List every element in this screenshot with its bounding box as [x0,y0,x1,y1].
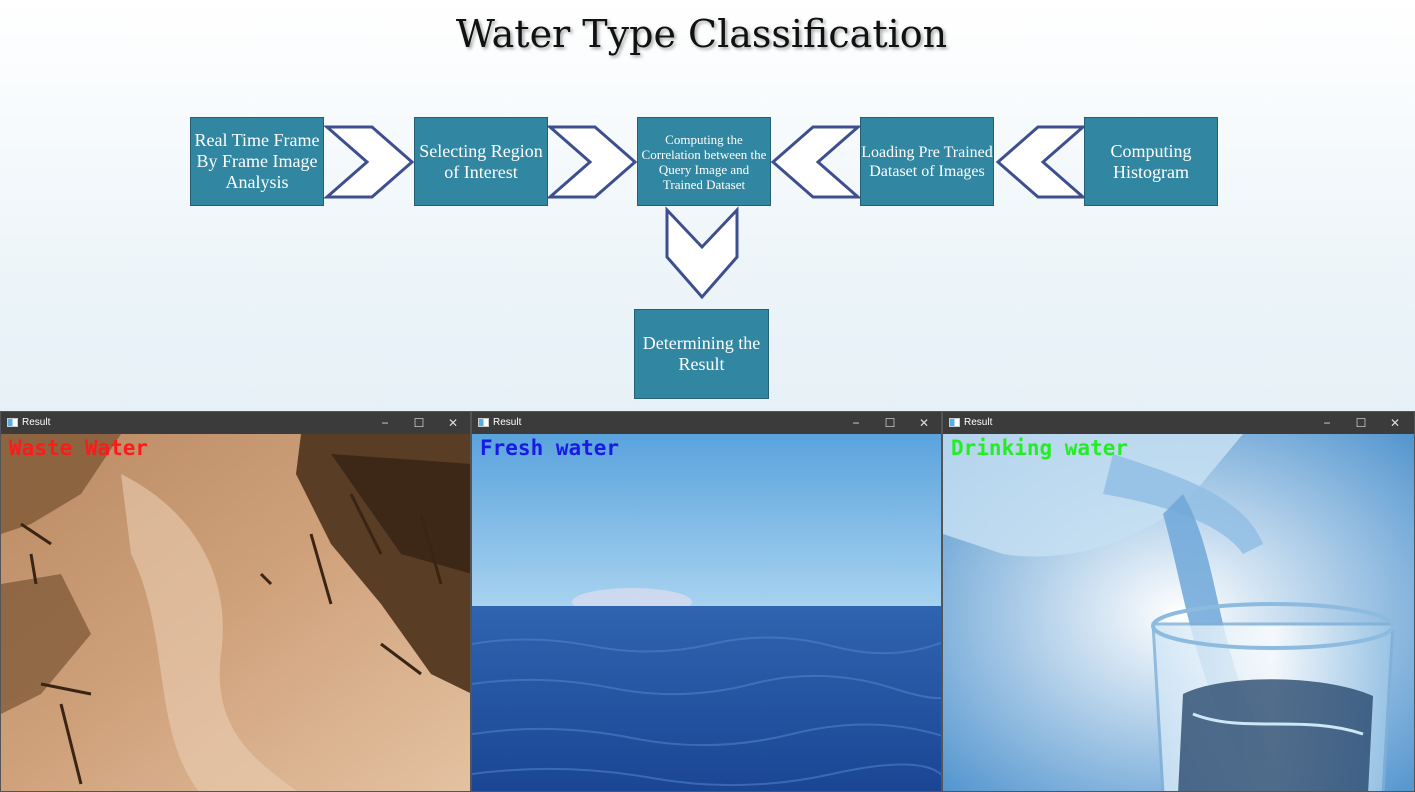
close-icon[interactable]: ✕ [1389,416,1401,430]
step-load-dataset-box: Loading Pre Trained Dataset of Images [860,117,994,206]
step-result-box: Determining the Result [634,309,769,399]
chevron-left-arrow-2 [995,125,1087,199]
window-title: Result [964,417,993,428]
window-titlebar[interactable]: Result − ☐ ✕ [1,412,470,434]
waste-water-image: Waste Water [1,434,470,791]
maximize-icon[interactable]: ☐ [884,416,896,430]
step-roi-box: Selecting Region of Interest [414,117,548,206]
app-icon [949,418,960,427]
maximize-icon[interactable]: ☐ [1355,416,1367,430]
result-window-drinking[interactable]: Result − ☐ ✕ [942,411,1415,792]
close-icon[interactable]: ✕ [447,416,459,430]
step-frame-analysis-box: Real Time Frame By Frame Image Analysis [190,117,324,206]
app-icon [7,418,18,427]
app-icon [478,418,489,427]
chevron-down-arrow [665,206,739,300]
window-title: Result [493,417,522,428]
chevron-right-arrow-2 [546,125,638,199]
classification-label: Waste Water [9,436,149,460]
drinking-water-image: Drinking water [943,434,1414,791]
window-titlebar[interactable]: Result − ☐ ✕ [472,412,941,434]
minimize-icon[interactable]: − [852,416,860,430]
result-window-fresh[interactable]: Result − ☐ ✕ [471,411,942,792]
classification-label: Drinking water [951,436,1129,460]
maximize-icon[interactable]: ☐ [413,416,425,430]
window-titlebar[interactable]: Result − ☐ ✕ [943,412,1414,434]
window-title: Result [22,417,51,428]
classification-label: Fresh water [480,436,620,460]
close-icon[interactable]: ✕ [918,416,930,430]
chevron-right-arrow-1 [323,125,415,199]
page-title: Water Type Classification [455,12,948,56]
result-window-waste[interactable]: Result − ☐ ✕ Waste W [0,411,471,792]
minimize-icon[interactable]: − [1323,416,1331,430]
chevron-left-arrow-1 [770,125,862,199]
minimize-icon[interactable]: − [381,416,389,430]
flow-arrows [323,125,1087,300]
step-correlation-box: Computing the Correlation between the Qu… [637,117,771,206]
step-histogram-box: Computing Histogram [1084,117,1218,206]
fresh-water-image: Fresh water [472,434,941,791]
